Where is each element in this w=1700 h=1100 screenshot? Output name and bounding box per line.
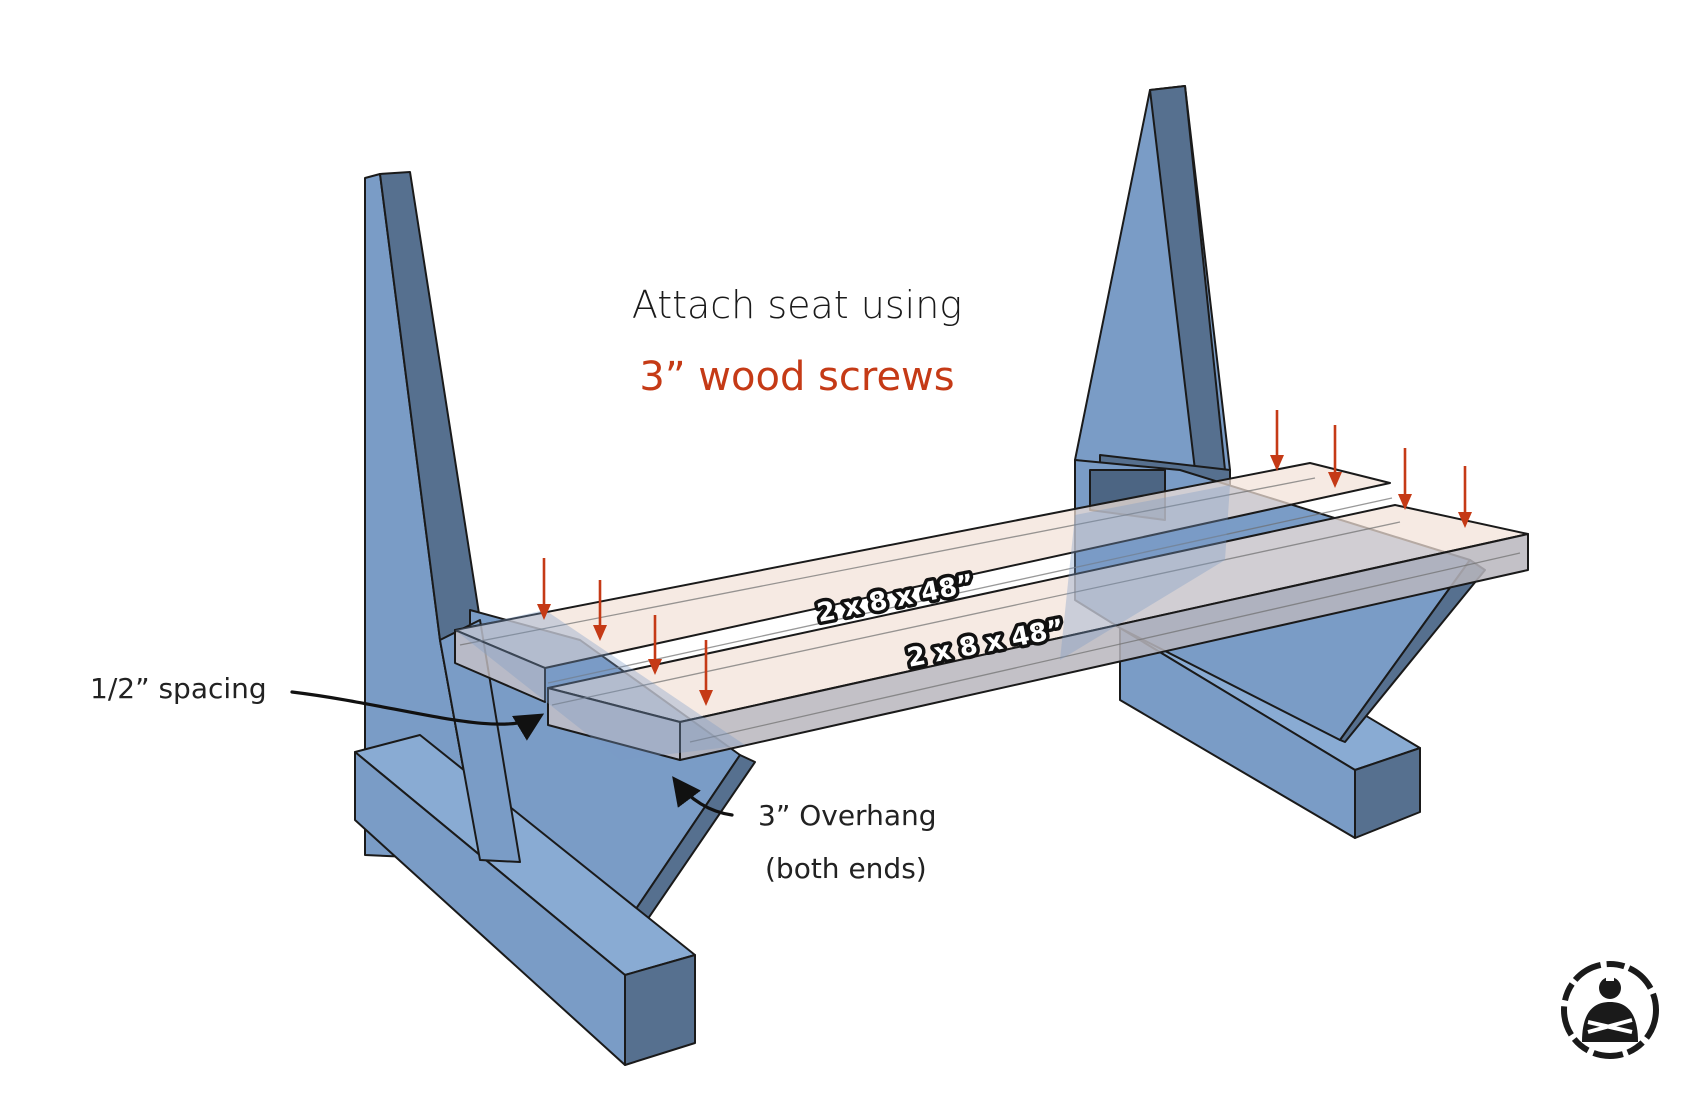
front-seat-board	[547, 504, 1529, 761]
spacing-leader-arrow	[290, 690, 545, 741]
left-foot	[354, 734, 696, 1066]
arrow-down-icon	[537, 558, 551, 620]
overhang-label-line-2: (both ends)	[765, 852, 927, 885]
arrow-down-icon	[648, 615, 662, 675]
back-seat-board	[454, 462, 1393, 703]
instruction-line-1: Attach seat using	[632, 283, 962, 327]
overhang-callout: 3” Overhang (both ends)	[672, 776, 937, 885]
arrow-down-icon	[593, 580, 607, 641]
left-upright-base	[439, 619, 521, 863]
woodworker-logo-icon	[1561, 961, 1659, 1059]
instruction-line-2: 3” wood screws	[639, 354, 954, 400]
seat-boards	[454, 462, 1529, 761]
overhang-leader-arrow	[672, 776, 734, 817]
spacing-label: 1/2” spacing	[90, 672, 267, 705]
overhang-label-line-1: 3” Overhang	[758, 799, 937, 832]
left-overlap-shade	[455, 610, 745, 760]
arrow-down-icon	[1328, 425, 1342, 488]
arrow-down-icon	[1458, 466, 1472, 528]
arrow-down-icon	[1398, 448, 1412, 510]
arrow-down-icon	[1270, 410, 1284, 471]
screw-arrows	[537, 410, 1472, 706]
arrow-down-icon	[699, 640, 713, 706]
spacing-callout: 1/2” spacing	[90, 672, 545, 741]
right-overlap-shade	[1060, 485, 1230, 660]
